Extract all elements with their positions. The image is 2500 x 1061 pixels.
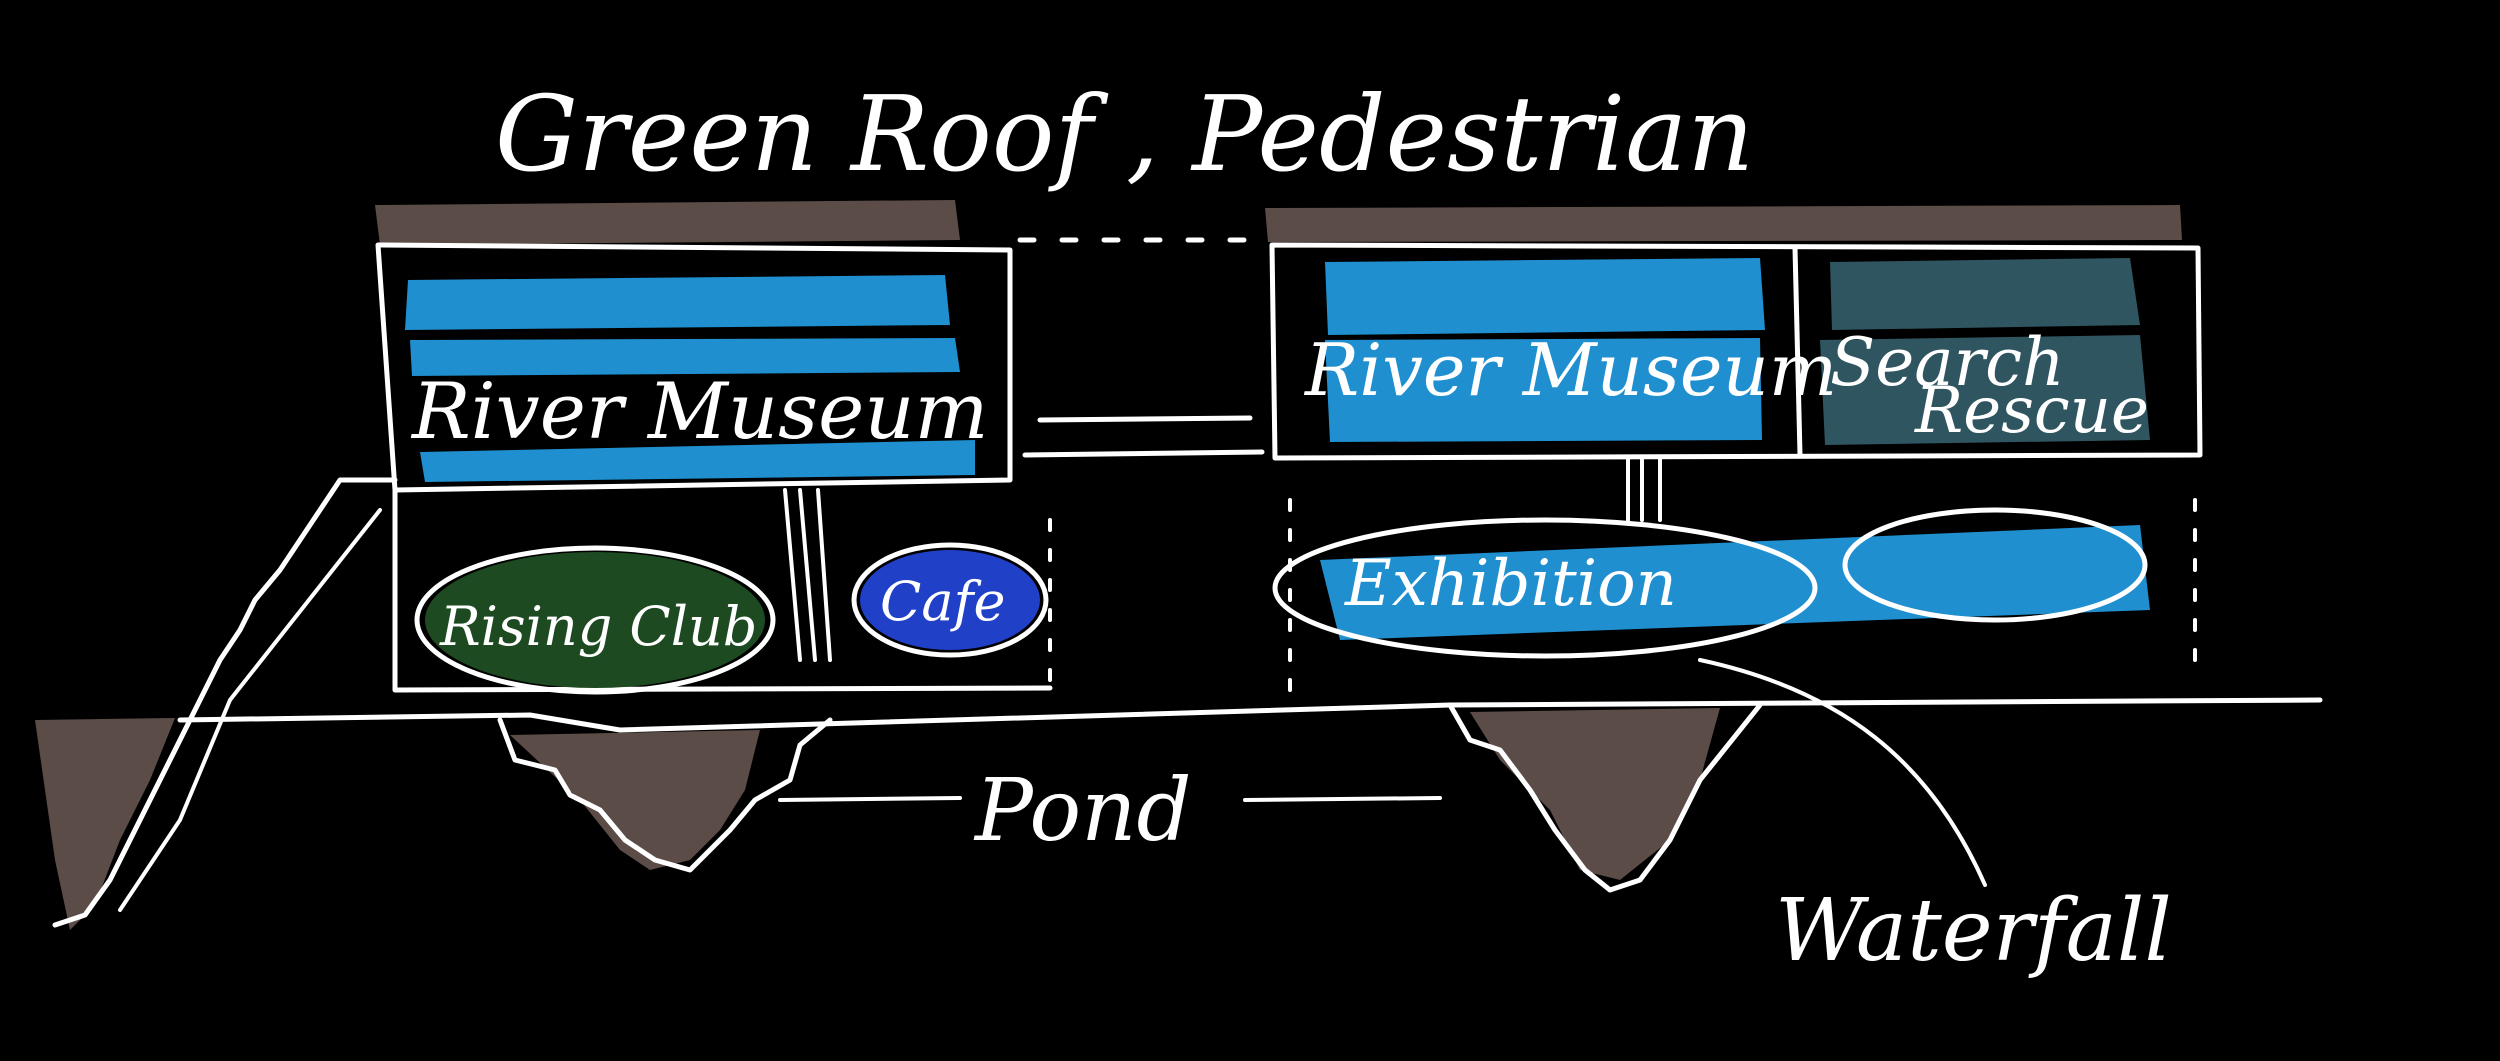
green-roof-right — [1265, 205, 2182, 242]
green-roof-left — [375, 200, 960, 245]
waterfall-label: Waterfall — [1775, 881, 2172, 981]
rising-club-label: Rising Club — [439, 595, 757, 658]
river-museum-right-label: River Museum — [1303, 328, 1837, 412]
search-rescue-label-line2: Rescue — [1914, 374, 2149, 448]
exhibition-label: Exhibition — [1344, 547, 1677, 621]
pond-leader-left — [780, 798, 960, 800]
pond-leader-right — [1245, 798, 1440, 800]
title: Green Roof , Pedestrian — [495, 73, 1754, 195]
pond-label: Pond — [973, 761, 1192, 861]
cafe-label: Cafe — [880, 570, 1005, 633]
river-museum-left-label: River Museum — [410, 367, 988, 457]
